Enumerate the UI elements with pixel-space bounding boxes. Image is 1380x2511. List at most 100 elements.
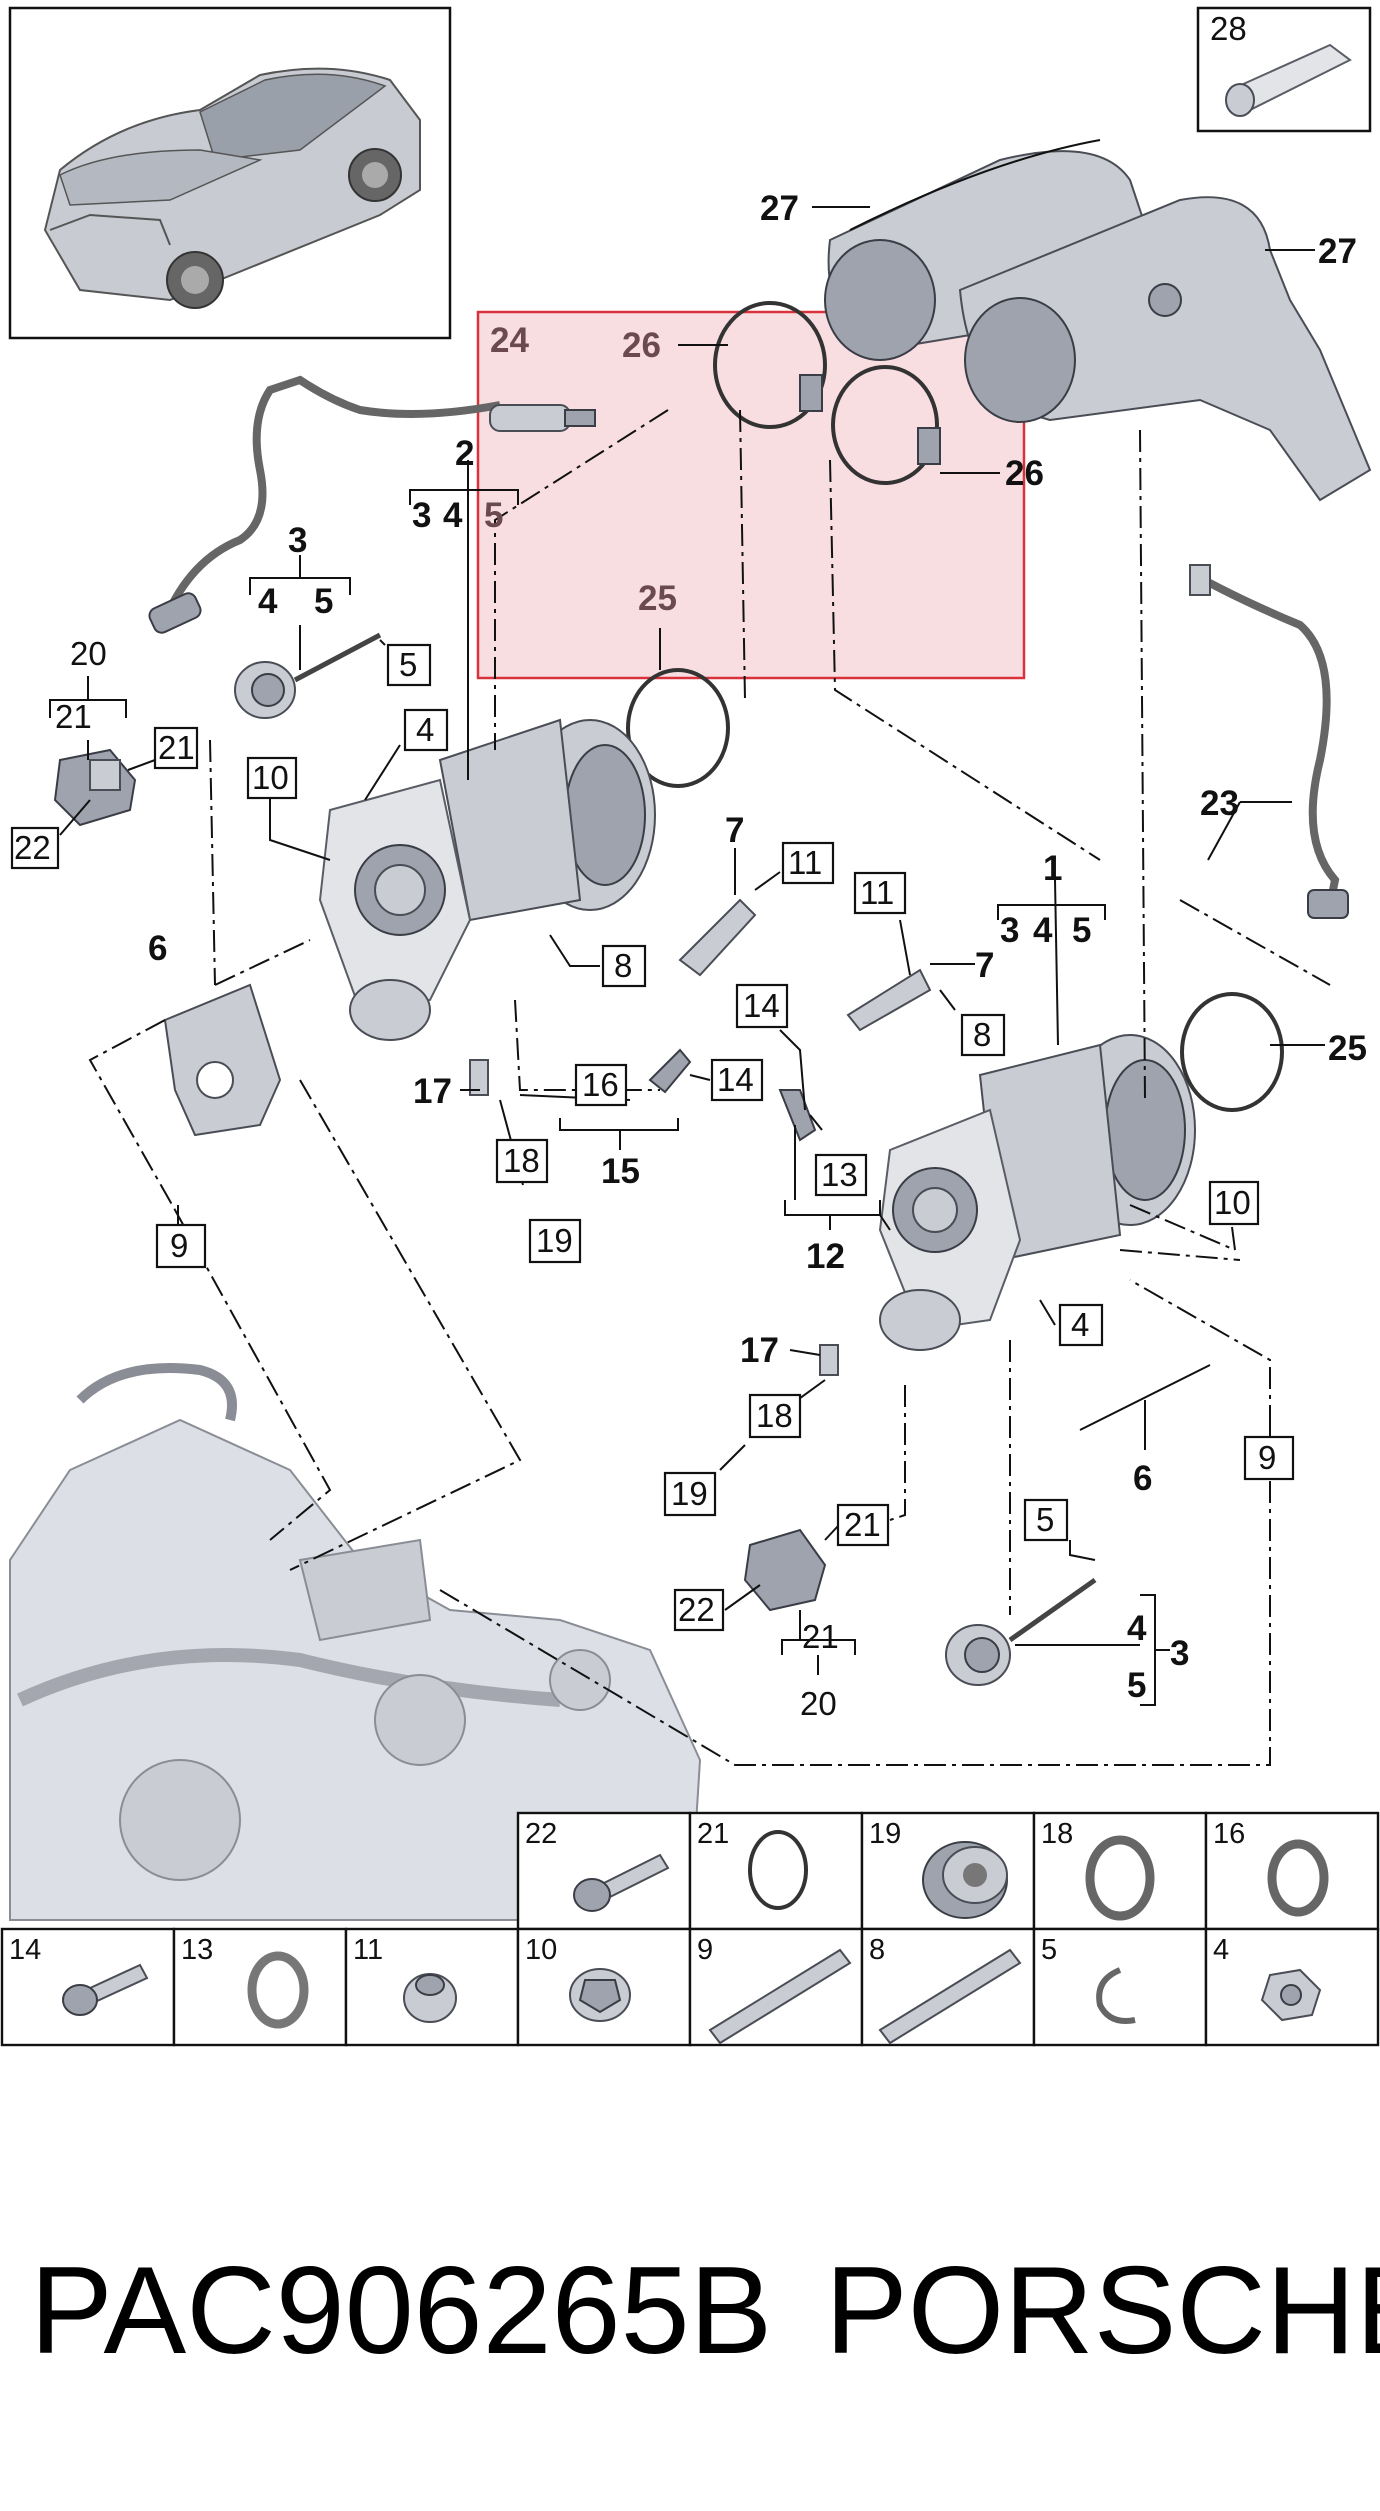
part-24-oxygen-sensor [148,375,596,634]
grid-label-18: 18 [1041,1818,1073,1850]
grid-label-5: 5 [1041,1934,1057,1966]
fitting-17-upper [469,1059,489,1096]
callout-1: 1 [1043,849,1062,888]
callout-11b: 11 [860,874,894,911]
callout-12: 12 [806,1237,845,1276]
callout-27b: 27 [1318,232,1357,271]
footer: PAC906265B PORSCHE [30,2240,1380,2390]
callout-13: 13 [821,1156,858,1193]
fitting-16 [648,1048,692,1094]
callout-16: 16 [582,1066,619,1103]
part-23-oxygen-sensor [1189,564,1349,919]
part-25-gasket-upper [626,668,730,788]
callout-5a: 5 [399,646,417,683]
part-6-gasket-plate [163,983,282,1137]
callout-11a: 11 [788,844,822,881]
callout-22b: 22 [678,1591,715,1628]
stud-icon [878,1948,1022,2045]
boxed-callouts: 5 4 10 21 22 11 8 14 14 16 18 19 9 11 8 … [10,643,1295,1632]
callout-6b: 6 [1133,1459,1152,1498]
callout-26a: 26 [622,326,661,365]
callout-25a: 25 [638,579,677,618]
callout-14a: 14 [743,987,780,1024]
turbocharger-upper [318,718,656,1041]
callout-27a: 27 [760,189,799,228]
callout-25b: 25 [1328,1029,1367,1068]
grid-label-10: 10 [525,1934,557,1966]
callout-2-3: 3 [412,496,431,535]
highlight-region [476,310,1026,680]
grid-label-11: 11 [353,1934,383,1966]
ring-icon [748,1830,808,1910]
grid-label-19: 19 [869,1818,901,1850]
part-code: PAC906265B [30,2242,773,2380]
callout-6a: 6 [148,929,167,968]
callout-19a: 19 [536,1222,573,1259]
callout-19b: 19 [671,1475,708,1512]
oil-line-right [846,968,932,1032]
callout-9a: 9 [170,1227,188,1264]
grid-label-22: 22 [525,1818,557,1850]
assembly-lines [88,409,1331,1766]
vehicle-thumbnail [8,6,452,340]
part-27-catalytic-converters [824,139,1372,502]
callout-23: 23 [1200,784,1239,823]
callout-8a: 8 [614,947,632,984]
callout-2-4: 4 [443,496,463,535]
callout-18b: 18 [756,1397,793,1434]
callout-1-5: 5 [1072,911,1091,950]
hex-nut-icon [1260,1968,1322,2022]
callout-10a: 10 [252,759,289,796]
callout-24: 24 [490,321,529,360]
flange-nut-icon [569,1968,631,2022]
callout-2-5: 5 [484,496,503,535]
callout-20b: 20 [800,1685,837,1722]
grid-label-4: 4 [1213,1934,1229,1966]
callout-17a: 17 [413,1072,452,1111]
position-sensor-upper [53,748,137,827]
callout-21a: 21 [158,729,195,766]
callout-3a-5: 5 [314,582,333,621]
fitting-12 [778,1089,817,1142]
stud-bolt-icon [708,1948,852,2045]
callout-1-4: 4 [1033,911,1053,950]
wastegate-actuator-lower [945,1577,1097,1686]
callout-3a: 3 [288,521,307,560]
callout-4a: 4 [416,711,434,748]
grid-label-16: 16 [1213,1818,1245,1850]
callout-15: 15 [601,1152,640,1191]
callout-10b: 10 [1214,1184,1251,1221]
part-28-paste-tube: 28 [1196,6,1372,133]
turbocharger-lower [878,1034,1196,1351]
callout-5b: 5 [1036,1501,1054,1538]
callout-28: 28 [1210,10,1247,47]
callout-7b: 7 [975,946,994,985]
screw-icon [62,1963,149,2016]
callout-21b: 21 [844,1506,881,1543]
callout-3b-5: 5 [1127,1666,1146,1705]
callout-22a: 22 [14,829,51,866]
callout-3b: 3 [1170,1634,1189,1673]
callout-26b: 26 [1005,454,1044,493]
callout-20a-21: 21 [55,698,92,735]
nut-icon [403,1973,457,2023]
wastegate-actuator-upper [234,632,382,719]
grid-label-13: 13 [181,1934,213,1966]
position-sensor-lower [743,1528,827,1612]
parts-grid: 22 21 19 18 16 14 13 11 10 9 8 5 4 [0,1811,1380,2047]
callout-7a: 7 [725,811,744,850]
callout-2: 2 [455,434,474,473]
callout-20a: 20 [70,635,107,672]
grid-label-8: 8 [869,1934,885,1966]
oil-line-upper [678,898,757,977]
callout-14b: 14 [717,1061,754,1098]
callout-4b: 4 [1071,1306,1089,1343]
engine-block [9,1363,702,1921]
washer-icon [247,1951,309,2029]
plug-icon [922,1841,1008,1919]
part-25-gasket-lower [1180,992,1284,1112]
callout-3a-4: 4 [258,582,278,621]
callout-18a: 18 [503,1142,540,1179]
part-26-clamps [713,301,941,485]
seal-ring-icon [1085,1835,1155,1921]
